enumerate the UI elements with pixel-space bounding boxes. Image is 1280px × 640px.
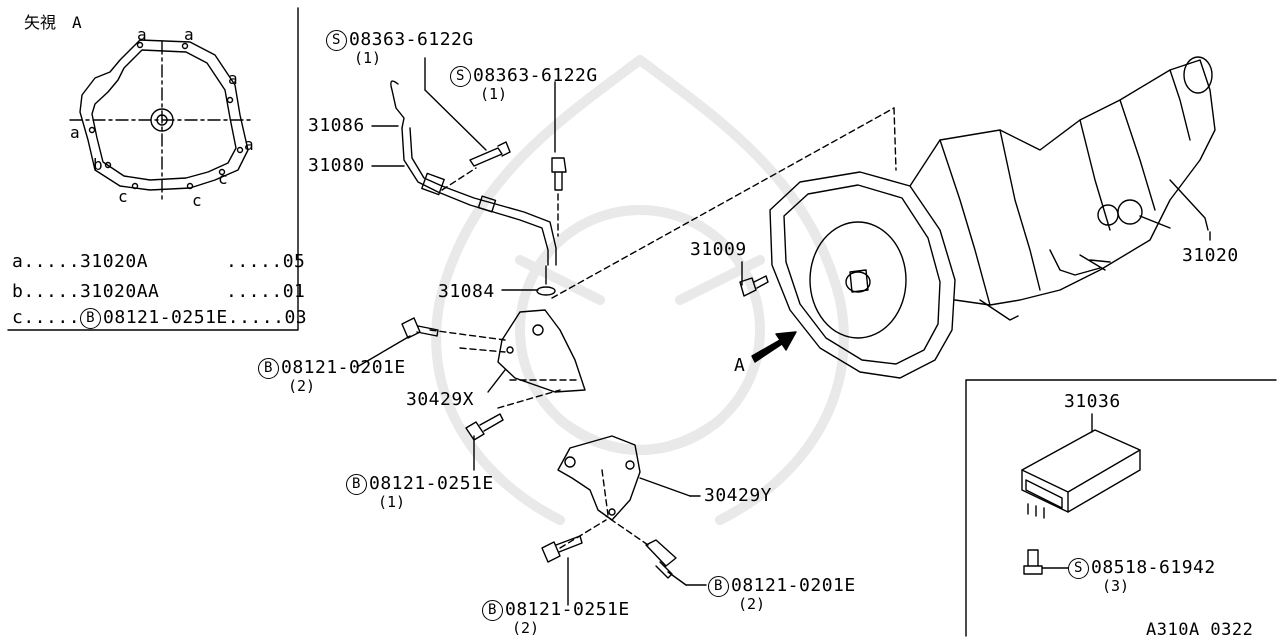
callout-31084: 31084 bbox=[438, 281, 495, 302]
bracket-30429X bbox=[497, 309, 586, 393]
callout-31036: 31036 bbox=[1064, 391, 1121, 412]
inset-frame bbox=[7, 7, 299, 331]
dipstick-clamp bbox=[421, 172, 445, 196]
control-module-31036 bbox=[1021, 429, 1141, 513]
callout-30429X: 30429X bbox=[406, 389, 475, 410]
inset-point-a3: a bbox=[228, 69, 238, 88]
inset-point-c1: c bbox=[218, 169, 228, 188]
legend-row-b-qty: .....01 bbox=[226, 281, 306, 302]
callout-31009: 31009 bbox=[690, 239, 747, 260]
bolt-31009 bbox=[739, 275, 769, 297]
view-a-arrow-label: A bbox=[734, 355, 746, 376]
bolt-08363-a bbox=[469, 141, 511, 167]
legend-row-b: b.....31020AA bbox=[12, 281, 160, 302]
inset-bolt-holes bbox=[88, 41, 244, 190]
bolt-08121-0251E-a bbox=[465, 413, 504, 441]
inset-point-a2: a bbox=[184, 25, 194, 44]
screw-08518-61942 bbox=[1023, 549, 1043, 575]
inset-point-b: b bbox=[93, 155, 103, 174]
bolt-08121-0251E-b bbox=[541, 535, 583, 563]
bracket-30429Y bbox=[557, 435, 641, 521]
callout-08121-0251E-b-qty: (2) bbox=[512, 619, 540, 637]
transmission-31020 bbox=[769, 56, 1216, 379]
callout-08518-61942-qty: (3) bbox=[1102, 577, 1130, 595]
inset-point-c3: c bbox=[192, 191, 202, 210]
legend-row-a: a.....31020A bbox=[12, 251, 149, 272]
inset-point-a1: a bbox=[137, 25, 147, 44]
bolt-08121-0201E-b bbox=[645, 539, 677, 579]
callout-08363-6122G-a-qty: (1) bbox=[354, 49, 382, 67]
connector-pins bbox=[1027, 503, 1045, 519]
bolt-08121-0201E-a bbox=[401, 317, 439, 339]
module-box-frame bbox=[965, 379, 1277, 637]
callout-31080: 31080 bbox=[308, 155, 365, 176]
tube-bracket bbox=[477, 195, 497, 213]
diagram-code: A310A 0322 bbox=[1146, 620, 1254, 640]
bolt-08363-b bbox=[551, 157, 567, 191]
callout-08121-0201E-b-qty: (2) bbox=[738, 595, 766, 613]
dipstick-handle bbox=[390, 80, 405, 129]
inset-bellhousing-inner bbox=[91, 49, 237, 181]
view-a-arrow bbox=[751, 331, 797, 363]
bolt-b-badge: B bbox=[80, 308, 102, 329]
callout-08363-6122G-b-qty: (1) bbox=[480, 85, 508, 103]
inset-point-a4: a bbox=[70, 123, 80, 142]
inset-point-c2: c bbox=[118, 187, 128, 206]
inset-point-a5: a bbox=[244, 135, 254, 154]
watermark-emblem bbox=[431, 55, 849, 525]
callout-31020: 31020 bbox=[1182, 245, 1239, 266]
callout-08121-0251E-a-qty: (1) bbox=[378, 493, 406, 511]
dipstick-tube bbox=[401, 127, 549, 266]
callout-30429Y: 30429Y bbox=[704, 485, 773, 506]
callout-08121-0201E-a-qty: (2) bbox=[288, 377, 316, 395]
callout-31086: 31086 bbox=[308, 115, 365, 136]
inset-view-title: 矢視 A bbox=[24, 13, 82, 32]
o-ring-31084 bbox=[536, 286, 556, 296]
legend-row-a-qty: .....05 bbox=[226, 251, 306, 272]
